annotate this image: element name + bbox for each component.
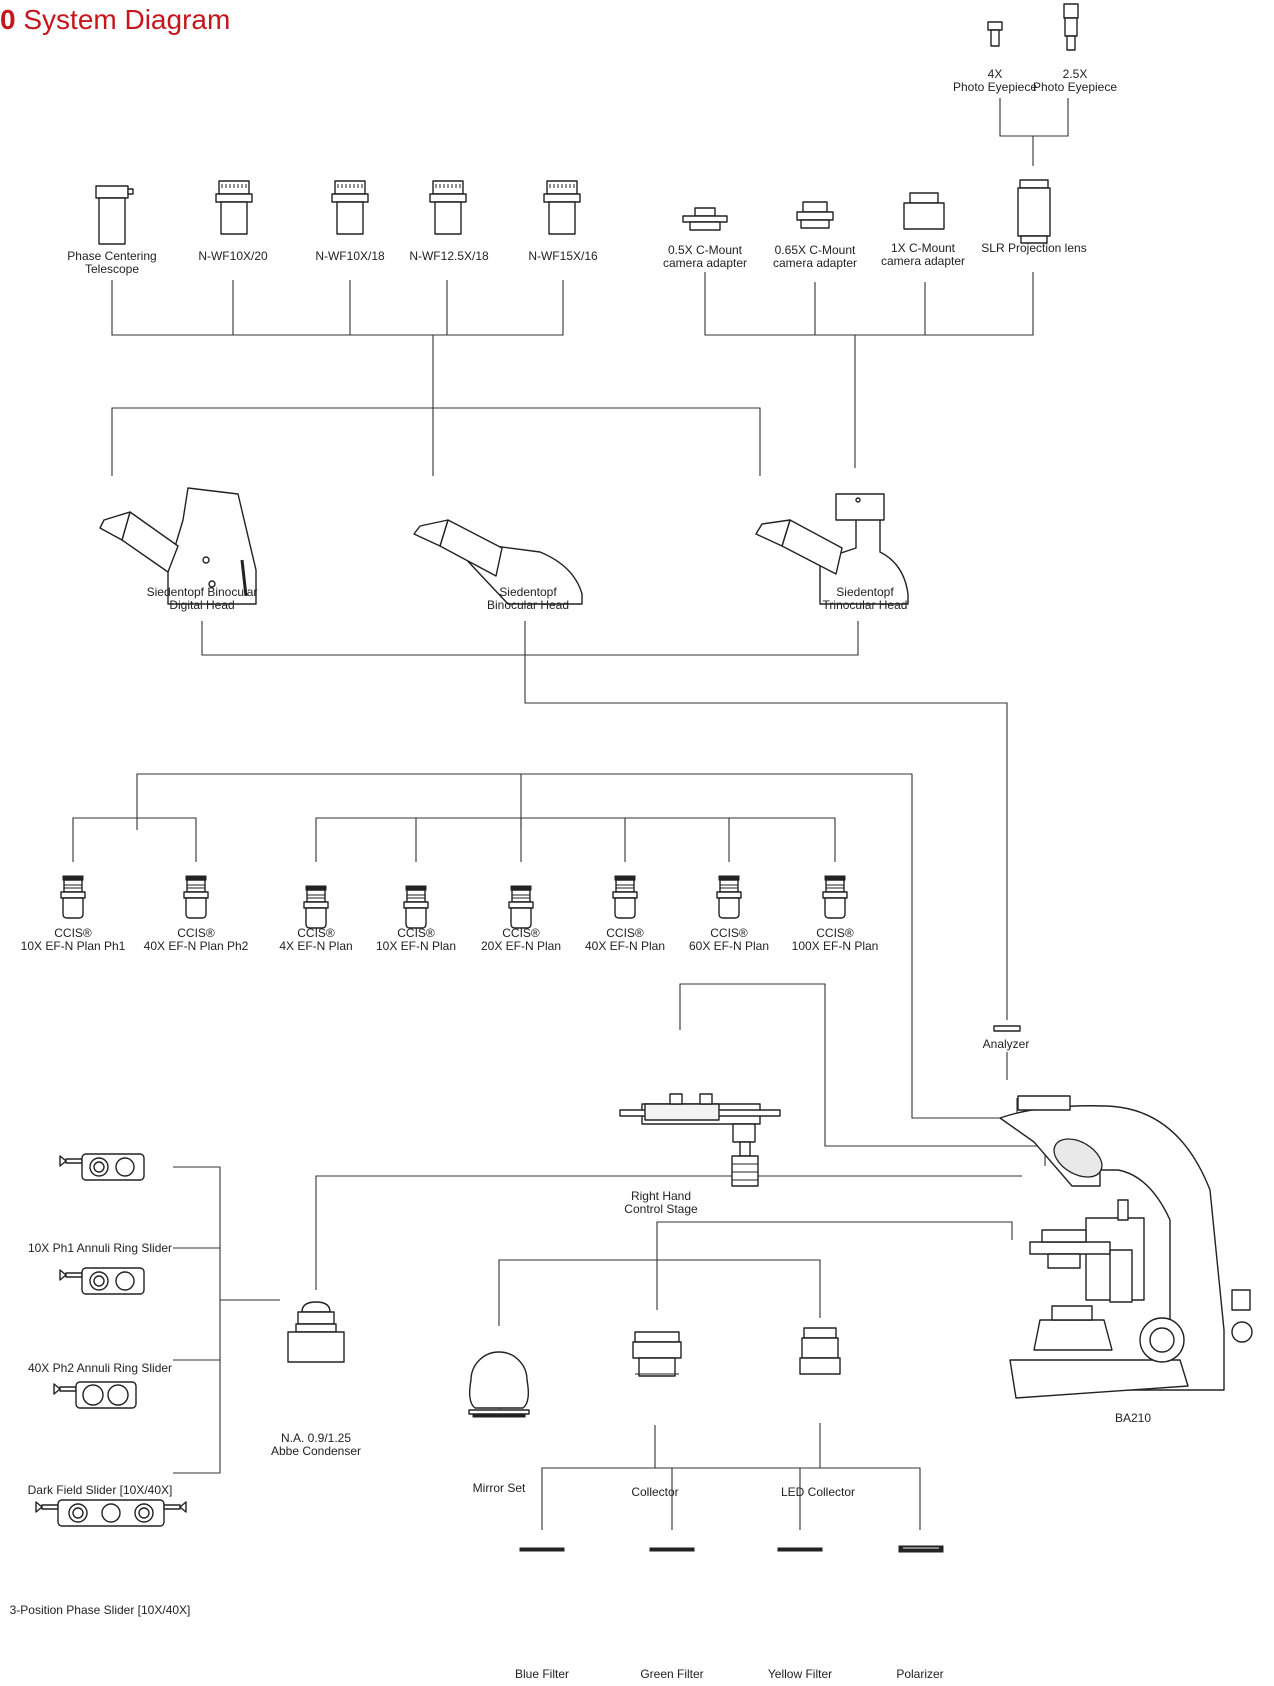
c-mount-adapter-icon bbox=[796, 201, 834, 229]
label-led-collector: LED Collector bbox=[780, 1485, 856, 1499]
label-3-position-phase-slider: 3-Position Phase Slider [10X/40X] bbox=[9, 1603, 191, 1617]
tall-photo-eyepiece-icon bbox=[1063, 3, 1079, 51]
c-mount-adapter-icon bbox=[903, 192, 945, 230]
label-analyzer: Analyzer bbox=[982, 1037, 1030, 1051]
label-objective-10x-ph1: CCIS®10X EF-N Plan Ph1 bbox=[20, 926, 126, 953]
filter-icon bbox=[898, 1545, 944, 1553]
title-number: 0 bbox=[0, 4, 16, 35]
trinocular-head-icon bbox=[755, 493, 909, 605]
small-photo-eyepiece-icon bbox=[987, 21, 1003, 47]
label-objective-60x: CCIS®60X EF-N Plan bbox=[688, 926, 770, 953]
collector-icon bbox=[799, 1327, 841, 1375]
label-objective-20x: CCIS®20X EF-N Plan bbox=[480, 926, 562, 953]
label-10x-ph1-slider: 10X Ph1 Annuli Ring Slider bbox=[27, 1241, 173, 1255]
objective-lens-icon bbox=[508, 885, 534, 929]
phase-slider-icon bbox=[59, 1267, 145, 1295]
label-slr-projection-lens: SLR Projection lens bbox=[981, 241, 1087, 255]
label-yellow-filter: Yellow Filter bbox=[767, 1667, 833, 1681]
page-title: 0 System Diagram bbox=[0, 4, 230, 36]
objective-lens-icon bbox=[612, 875, 638, 919]
label-microscope-ba210: BA210 bbox=[1114, 1411, 1152, 1425]
label-polarizer: Polarizer bbox=[896, 1667, 944, 1681]
label-objective-40x-ph2: CCIS®40X EF-N Plan Ph2 bbox=[143, 926, 249, 953]
connector-lines bbox=[72, 98, 1069, 1530]
objective-lens-icon bbox=[716, 875, 742, 919]
objective-lens-icon bbox=[822, 875, 848, 919]
eyepiece-icon bbox=[543, 180, 581, 235]
label-objective-100x: CCIS®100X EF-N Plan bbox=[791, 926, 879, 953]
label-eyepiece-nwf12-5x18: N-WF12.5X/18 bbox=[409, 249, 489, 263]
eyepiece-icon bbox=[331, 180, 369, 235]
analyzer-icon bbox=[993, 1025, 1021, 1032]
title-text: System Diagram bbox=[23, 4, 231, 35]
phase-slider-icon bbox=[53, 1381, 137, 1409]
binocular-head-icon bbox=[413, 519, 583, 605]
eyepiece-icon bbox=[429, 180, 467, 235]
mirror-icon bbox=[468, 1351, 530, 1418]
phase-slider-icon bbox=[59, 1153, 145, 1181]
objective-lens-icon bbox=[60, 875, 86, 919]
eyepiece-icon bbox=[215, 180, 253, 235]
label-40x-ph2-slider: 40X Ph2 Annuli Ring Slider bbox=[27, 1361, 173, 1375]
label-mirror-set: Mirror Set bbox=[472, 1481, 526, 1495]
label-blue-filter: Blue Filter bbox=[514, 1667, 570, 1681]
phase-telescope-icon bbox=[95, 185, 134, 245]
filter-icon bbox=[519, 1547, 565, 1552]
label-green-filter: Green Filter bbox=[640, 1667, 704, 1681]
c-mount-adapter-icon bbox=[682, 207, 728, 231]
condenser-icon bbox=[287, 1301, 345, 1363]
label-dark-field-slider: Dark Field Slider [10X/40X] bbox=[27, 1483, 173, 1497]
label-objective-10x: CCIS®10X EF-N Plan bbox=[375, 926, 457, 953]
label-objective-4x: CCIS®4X EF-N Plan bbox=[279, 926, 353, 953]
objective-lens-icon bbox=[403, 885, 429, 929]
label-objective-40x: CCIS®40X EF-N Plan bbox=[584, 926, 666, 953]
label-eyepiece-nwf10x20: N-WF10X/20 bbox=[198, 249, 268, 263]
microscope-icon bbox=[999, 1095, 1253, 1399]
label-eyepiece-nwf15x16: N-WF15X/16 bbox=[528, 249, 598, 263]
phase-slider-icon bbox=[35, 1499, 187, 1527]
label-eyepiece-nwf10x18: N-WF10X/18 bbox=[315, 249, 385, 263]
label-collector: Collector bbox=[631, 1485, 679, 1499]
filter-icon bbox=[777, 1547, 823, 1552]
digital-head-icon bbox=[99, 487, 257, 605]
objective-lens-icon bbox=[303, 885, 329, 929]
filter-icon bbox=[649, 1547, 695, 1552]
collector-icon bbox=[632, 1331, 682, 1377]
slr-projection-lens-icon bbox=[1017, 179, 1051, 244]
mechanical-stage-icon bbox=[619, 1093, 781, 1187]
objective-lens-icon bbox=[183, 875, 209, 919]
